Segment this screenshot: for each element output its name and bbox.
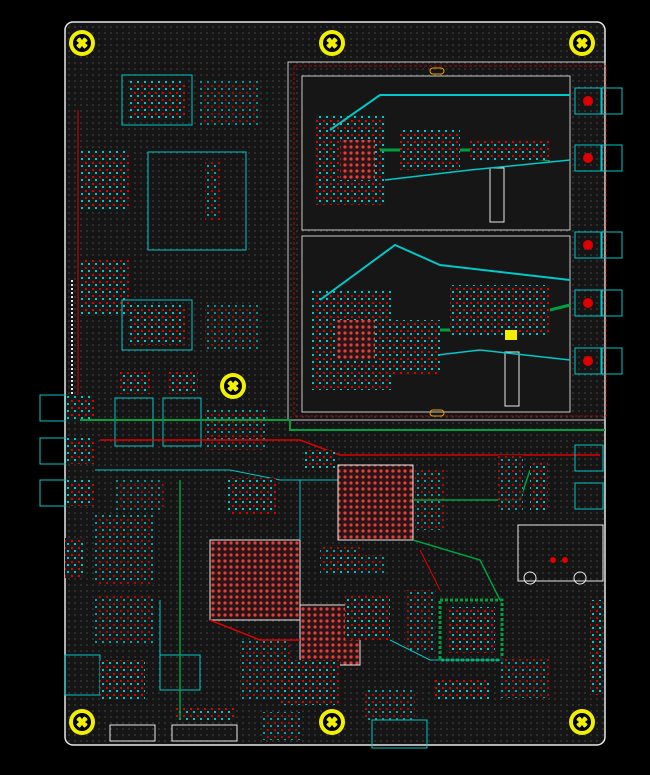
main-bga-chip <box>305 450 531 541</box>
rf-channel-1 <box>315 94 571 205</box>
left-upper-section <box>71 74 260 420</box>
rf-module-footprint <box>405 590 504 662</box>
mount-hole-bottom-left <box>69 709 95 735</box>
power-section <box>80 372 605 481</box>
mount-hole-top-right <box>569 30 595 56</box>
secondary-bga-chip <box>209 478 360 621</box>
rf-connectors[interactable] <box>574 87 623 375</box>
mount-hole-mid-left <box>220 373 246 399</box>
mount-hole-bottom-right <box>569 709 595 735</box>
ethernet-connector[interactable] <box>498 444 604 585</box>
mount-hole-bottom-center <box>319 709 345 735</box>
mount-hole-top-left <box>69 30 95 56</box>
traces <box>159 480 501 720</box>
bottom-right-section <box>435 658 550 700</box>
lower-middle-section <box>240 555 428 749</box>
rf-channel-2 <box>312 243 571 390</box>
bottom-headers[interactable] <box>109 708 300 742</box>
mount-hole-top-center <box>319 30 345 56</box>
left-header-connectors[interactable] <box>39 394 94 507</box>
right-pin-header[interactable] <box>590 600 602 695</box>
